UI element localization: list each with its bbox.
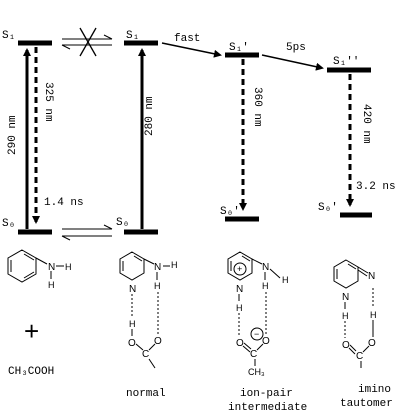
atom-h-amino-2a: H xyxy=(171,260,178,270)
atom-n-ring-3: N xyxy=(236,284,243,295)
charge-plus: + xyxy=(237,264,242,274)
label-em-prime: 360 nm xyxy=(251,87,263,127)
atom-o-1-2: O xyxy=(128,338,136,349)
atom-o-1-3: O xyxy=(236,338,244,349)
atom-h-amino-1b: H xyxy=(48,280,55,290)
atom-h-ring-4: H xyxy=(342,311,349,321)
label-s0-mid: S₀ xyxy=(116,217,129,229)
aminopyridine-structure: N H H xyxy=(7,249,72,290)
atom-o-1-4: O xyxy=(342,340,350,351)
atom-n-amino-3: N xyxy=(262,262,269,273)
label-s0-left: S₀ xyxy=(2,218,15,230)
atom-h-amino-3a: H xyxy=(282,275,289,285)
atom-n-amino-1: N xyxy=(48,262,55,273)
label-fast: fast xyxy=(174,33,200,45)
label-em-double-prime: 420 nm xyxy=(360,104,372,144)
five-ps-arrow xyxy=(261,54,324,71)
atom-n-amino-2: N xyxy=(154,262,161,273)
label-lifetime-right: 3.2 ns xyxy=(356,181,396,193)
plus-sign: + xyxy=(24,316,39,346)
label-five-ps: 5ps xyxy=(286,42,306,54)
label-ion-pair-line2: intermediate xyxy=(228,402,307,413)
label-ion-pair-line1: ion-pair xyxy=(240,388,293,400)
atom-c-3: C xyxy=(250,349,257,360)
label-abs-mid: 280 nm xyxy=(144,96,156,136)
label-s1-left: S₁ xyxy=(2,30,15,42)
atom-o-2-3: O xyxy=(262,336,270,347)
label-imino-line1: imino xyxy=(358,384,391,396)
atom-h-acid-4: H xyxy=(370,310,377,320)
blocked-equilibrium-s1 xyxy=(61,27,113,57)
label-acetic-acid: CH₃COOH xyxy=(8,366,54,378)
atom-n-imino-4: N xyxy=(368,271,375,282)
label-em-left: 325 nm xyxy=(42,82,54,122)
label-s0-prime-2: S₀' xyxy=(318,202,338,214)
label-imino-line2: tautomer xyxy=(340,398,393,410)
atom-h-amino-1a: H xyxy=(65,262,72,272)
fast-arrow xyxy=(161,42,222,58)
atom-o-2-4: O xyxy=(368,338,376,349)
label-s1-double-prime: S₁'' xyxy=(333,56,359,68)
atom-c-2: C xyxy=(142,349,149,360)
atom-ch3-3: CH₃ xyxy=(248,367,265,377)
label-s1-mid: S₁ xyxy=(126,30,139,42)
atom-n-ring-2: N xyxy=(129,284,136,295)
label-normal: normal xyxy=(126,388,166,400)
atom-h-ring-3: H xyxy=(236,303,243,313)
label-lifetime-left: 1.4 ns xyxy=(44,197,84,209)
atom-h-amino-3b: H xyxy=(262,281,269,291)
atom-c-4: C xyxy=(356,351,363,362)
equilibrium-s0 xyxy=(61,224,113,241)
atom-o-2-2: O xyxy=(154,336,162,347)
atom-h-acid-2: H xyxy=(129,319,136,329)
charge-minus: − xyxy=(254,329,259,339)
atom-h-amino-2b: H xyxy=(154,281,161,291)
imino-tautomer-structure: N N H H O C O xyxy=(333,259,377,368)
normal-complex-structure: N N H H H O C O xyxy=(119,251,178,369)
ion-pair-structure: + N N H H H O C O − CH₃ xyxy=(227,251,289,377)
atom-n-ring-4: N xyxy=(342,292,349,303)
label-abs-left: 290 nm xyxy=(7,115,19,155)
label-s0-prime-1: S₀' xyxy=(220,206,240,218)
label-s1-prime: S₁' xyxy=(229,42,249,54)
